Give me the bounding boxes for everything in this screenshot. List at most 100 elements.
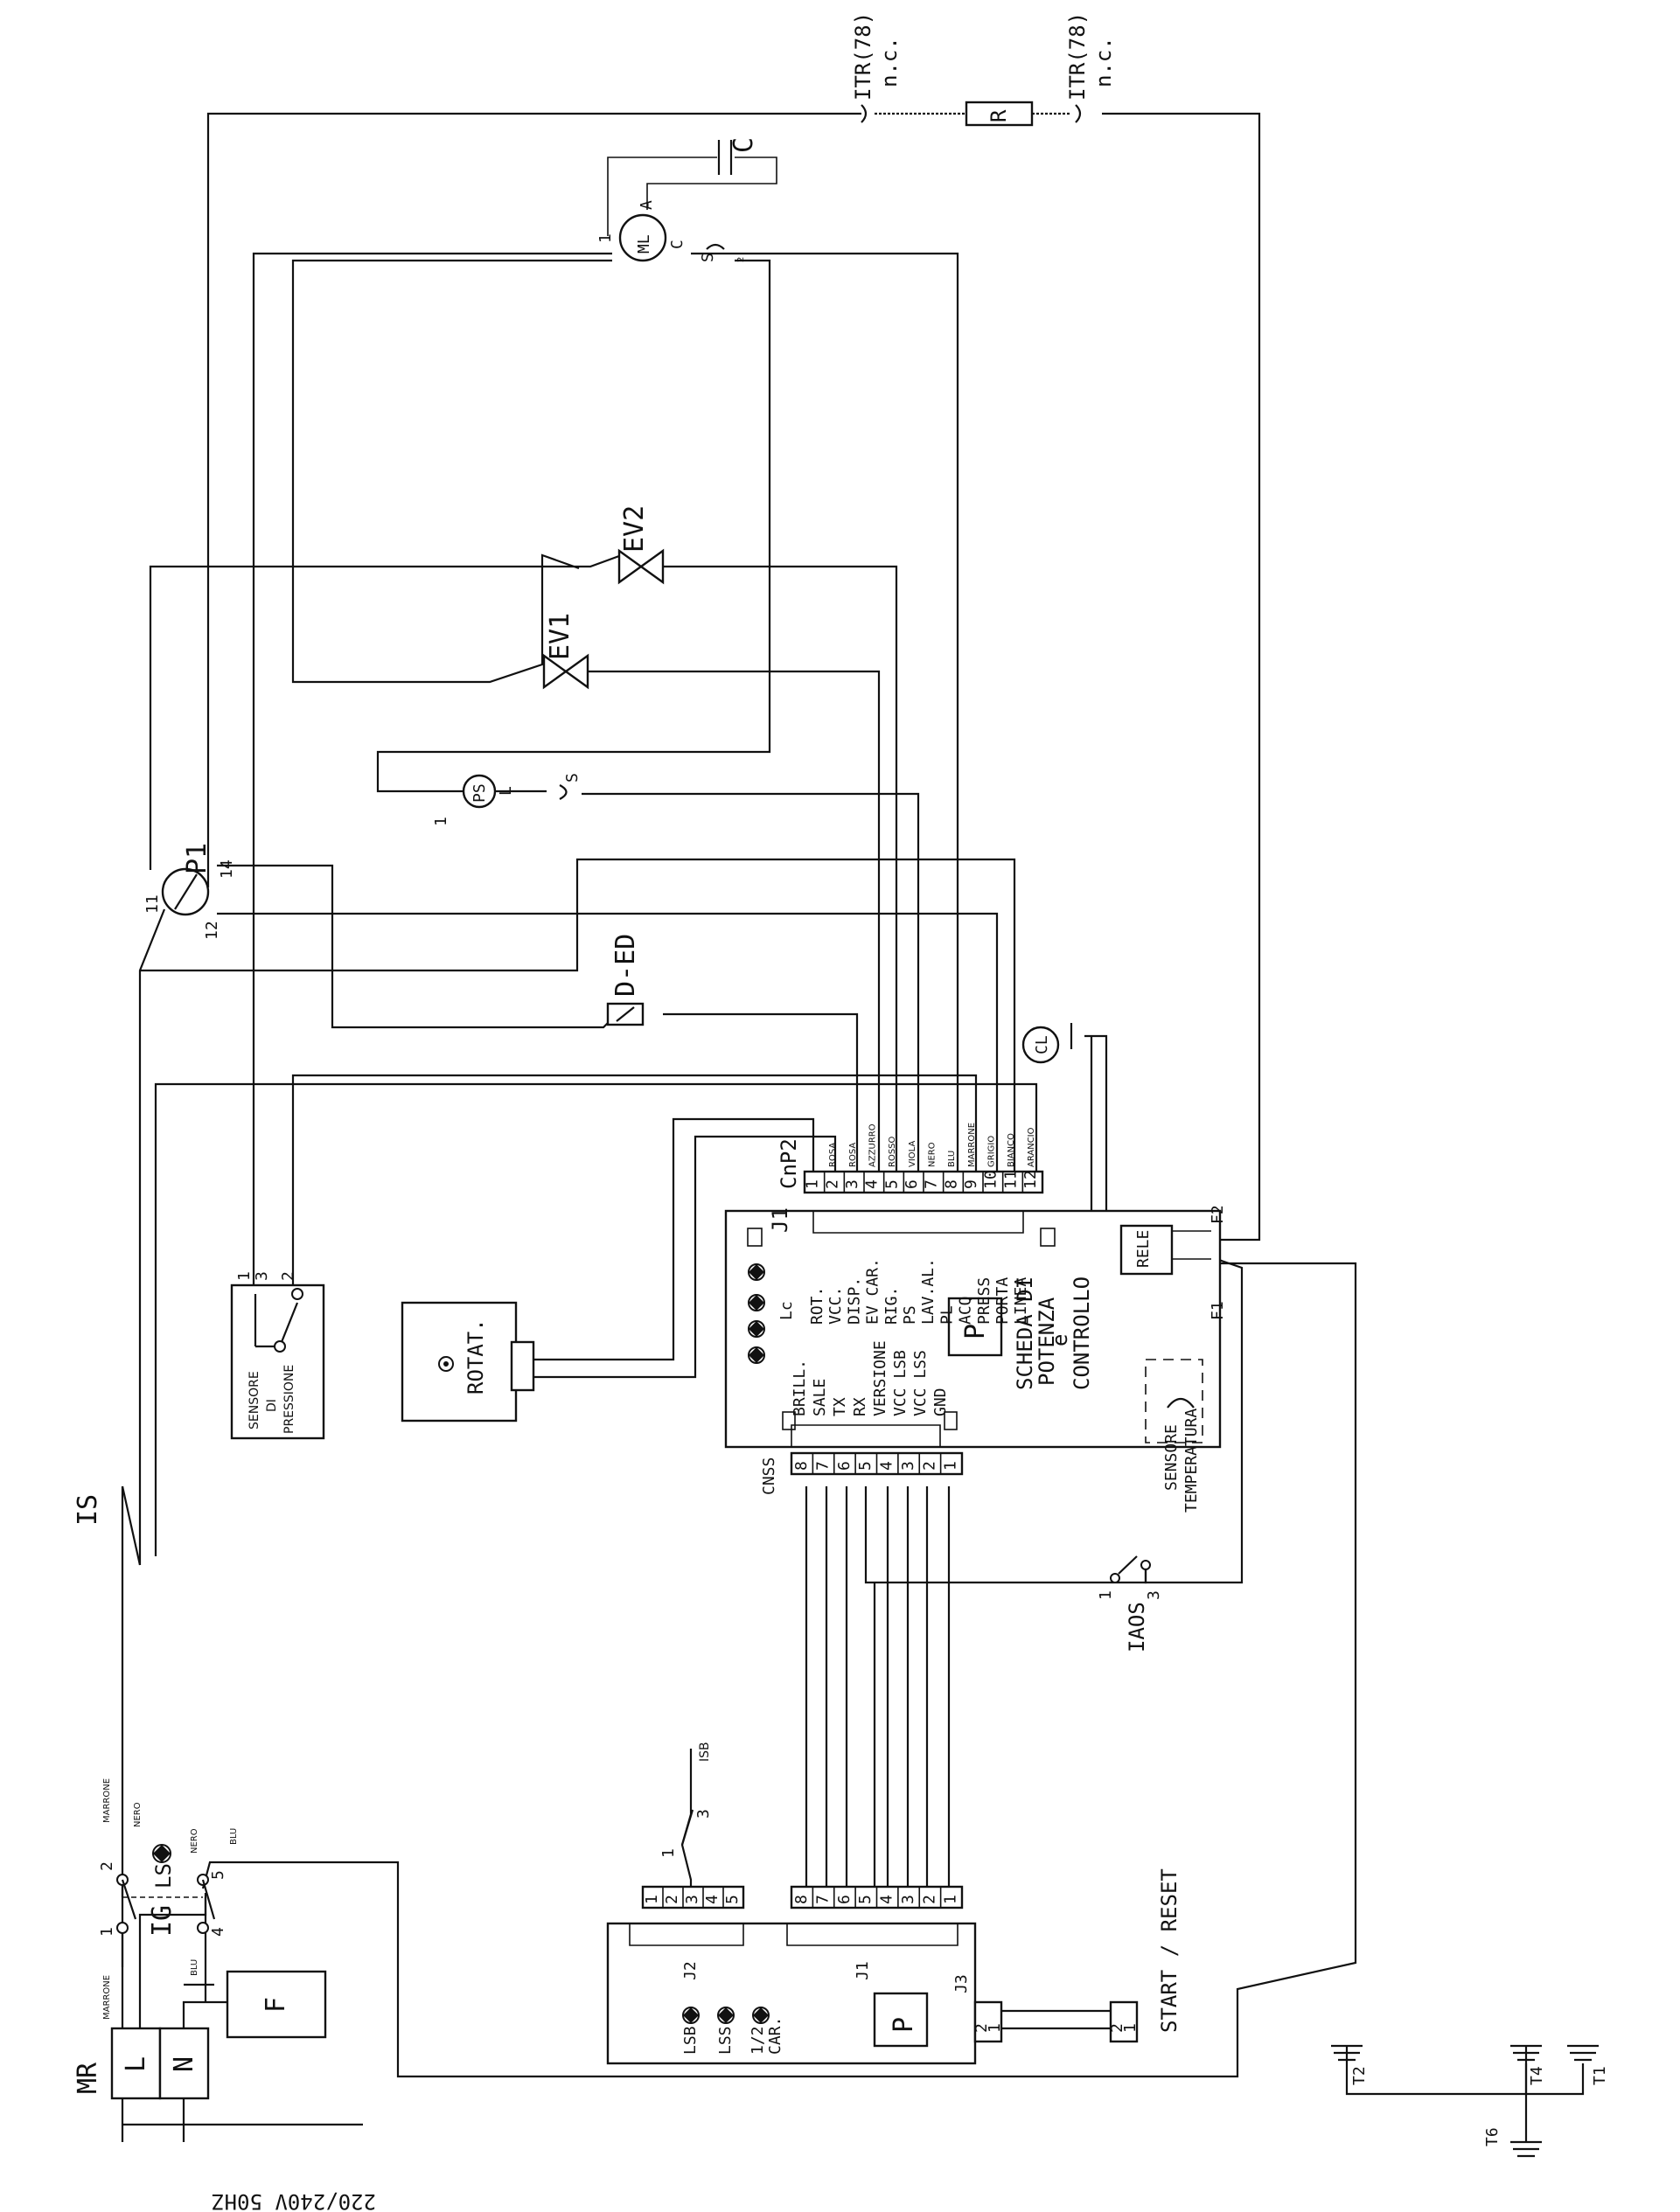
lsb-label: LSB	[681, 2026, 700, 2055]
cnp2-pin: 11	[1001, 1170, 1020, 1189]
power-board-title4: CONTROLLO	[1070, 1276, 1094, 1390]
display-j1-pin: 8	[792, 1895, 811, 1904]
display-j1-pin: 4	[878, 1895, 896, 1904]
p1-11: 11	[143, 894, 162, 914]
top-signal-label: LINEA	[1012, 1277, 1030, 1325]
marrone-top-label: MARRONE	[102, 1778, 112, 1823]
ig-label: IG	[147, 1905, 178, 1937]
ls-lamp	[152, 1844, 171, 1863]
cnp2-pin: 2	[823, 1179, 841, 1189]
iaos-3: 3	[1145, 1590, 1163, 1600]
ls-label: LS	[151, 1863, 176, 1889]
display-j1-pin: 3	[899, 1895, 917, 1904]
ps-s: S	[563, 773, 582, 783]
top-signal-label: RIG.	[882, 1287, 901, 1325]
marrone-low-label: MARRONE	[102, 1975, 112, 2020]
bottom-signal-label: TX	[831, 1397, 849, 1416]
display-j1-pin: 1	[942, 1895, 960, 1904]
ig-5: 5	[209, 1870, 227, 1880]
display-board-p: P	[889, 2017, 919, 2033]
display-board-j1: J1	[854, 1961, 872, 1980]
top-signal-label: PORTA	[993, 1277, 1012, 1325]
display-board: P J1 J2 J3 LSB LSS 1/2 CAR.	[606, 1922, 977, 2065]
detergent-dispenser-ded: D-ED	[606, 934, 645, 1026]
t1-label: T1	[1591, 2066, 1609, 2085]
bottom-signal-label: VERSIONE	[871, 1340, 889, 1416]
solenoid-valve-ev1: EV1	[542, 613, 589, 690]
cnp2-wire-color: ROSA	[848, 1143, 858, 1167]
cl-label: CL	[1033, 1035, 1051, 1054]
display-board-j2: J2	[681, 1961, 700, 1980]
cnss-pin: 7	[813, 1461, 832, 1471]
l-label: L	[121, 2056, 151, 2072]
pressure-sensor-box: 1 3 2 SENSORE DI PRESSIONE	[230, 1271, 325, 1440]
temp-sensor-1: SENSORE	[1162, 1424, 1181, 1491]
display-j1-pin: 7	[813, 1895, 832, 1904]
cnp2-pin: 9	[962, 1179, 980, 1189]
j3-connector: 2 1 2 1	[972, 2000, 1140, 2043]
cnp2-pin: 1	[804, 1179, 822, 1189]
iaos-switch: 1 3 IAOS	[1097, 1555, 1163, 1652]
supply-label: 220/240V 50HZ	[212, 2189, 376, 2212]
start-connector-pin-2: 2	[1108, 2023, 1126, 2033]
cnp2-wire-color: BIANCO	[1007, 1133, 1016, 1167]
isb-label: ISB	[698, 1742, 712, 1762]
f-label: F	[261, 1997, 291, 2013]
itr-left-thermal: ITR(78) n.c.	[851, 12, 902, 123]
rele-label: RELE	[1134, 1230, 1153, 1268]
p1-label: P1	[182, 843, 213, 874]
ig-2: 2	[98, 1861, 116, 1871]
mr-label: MR	[73, 2062, 103, 2094]
j3-pin-2: 2	[972, 2023, 991, 2033]
j3-pin-1: 1	[986, 2023, 1004, 2033]
cnp2-pin: 6	[903, 1179, 921, 1189]
is-switch: IS	[73, 1485, 142, 1574]
p1-selector: P1 11 12 14	[143, 843, 236, 940]
rotation-motor: ROTAT.	[401, 1301, 535, 1422]
ground-t4: T4	[1510, 2044, 1546, 2094]
motor-1: 1	[596, 233, 615, 243]
blu-mid-label: BLU	[190, 1959, 199, 1976]
bottom-signal-label: VCC LSB	[891, 1350, 910, 1416]
itr-right-label: ITR(78)	[1065, 12, 1090, 101]
top-signal-label: EV CAR.	[864, 1258, 882, 1325]
cnp2-wire-color: ROSSO	[888, 1136, 897, 1167]
cnp2-wire-color: BLU	[947, 1151, 957, 1167]
ded-label: D-ED	[610, 934, 641, 997]
f1-label: F1	[1209, 1301, 1227, 1320]
itr-right-thermal: ITR(78) n.c.	[1065, 12, 1116, 123]
motor-s: S	[699, 253, 717, 262]
pressure-sensor-line3: PRESSIONE	[282, 1365, 296, 1434]
motor-label: ML	[635, 234, 653, 254]
capacitor-label: C	[728, 137, 759, 153]
top-signal-label: DISP.	[845, 1277, 863, 1325]
car-label-2: CAR.	[766, 2017, 784, 2055]
ground-t2: T2	[1331, 2044, 1369, 2085]
p1-12: 12	[203, 921, 221, 940]
t4-label: T4	[1528, 2066, 1546, 2085]
iaos-label: IAOS	[1125, 1602, 1149, 1652]
t6-label: T6	[1483, 2127, 1502, 2146]
cnp2-wire-color: GRIGIO	[986, 1136, 996, 1167]
pressure-sensor-line1: SENSORE	[247, 1371, 261, 1429]
ground-t1: T1	[1567, 2044, 1609, 2085]
start-reset-label: START / RESET	[1157, 1868, 1182, 2033]
ps-l: L	[497, 786, 515, 796]
rotat-label: ROTAT.	[464, 1318, 488, 1395]
cnss-pin: 5	[856, 1461, 875, 1471]
power-board-leds	[748, 1263, 765, 1364]
display-j1-pin: 6	[835, 1895, 854, 1904]
pressure-sensor-pin2: 2	[279, 1271, 297, 1281]
power-board-title3: e	[1048, 1334, 1072, 1346]
cnp2-pin: 12	[1021, 1170, 1040, 1189]
isb-switch: 1 3 ISB	[659, 1742, 713, 1858]
